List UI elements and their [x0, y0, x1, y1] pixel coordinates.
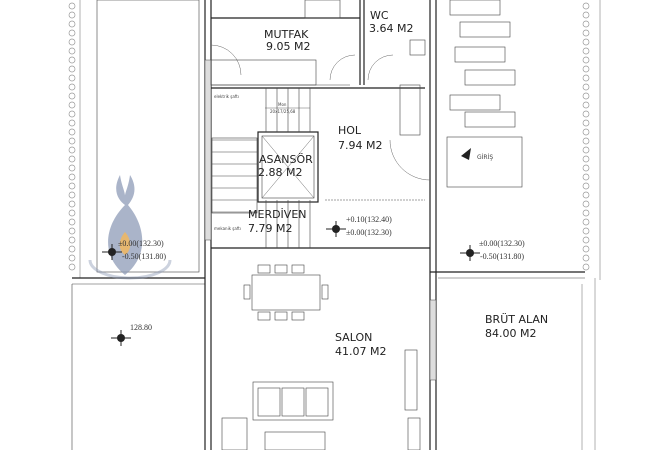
tree-dot: [582, 209, 590, 217]
tree-dot: [582, 263, 590, 271]
tree-dot: [68, 92, 76, 100]
room-name-asansor: ASANSÖR: [259, 153, 313, 166]
level-right-upper: ±0.00(132.30): [479, 239, 525, 248]
left-tree-row: [68, 2, 76, 271]
room-area-merdiven: 7.79 M2: [248, 222, 292, 235]
room-name-hol: HOL: [338, 124, 362, 137]
level-right-lower: -0.50(131.80): [480, 252, 524, 261]
level-center-upper: +0.10(132.40): [346, 215, 392, 224]
tree-dot: [68, 164, 76, 172]
tree-dot: [582, 182, 590, 190]
tree-dot: [68, 110, 76, 118]
tree-dot: [68, 263, 76, 271]
tree-dot: [68, 38, 76, 46]
tree-dot: [68, 146, 76, 154]
mon-label: Mon: [278, 102, 287, 107]
tree-dot: [68, 155, 76, 163]
tree-dot: [68, 119, 76, 127]
shaft-label-top: elektrik şaftı: [214, 94, 239, 99]
right-tree-row: [582, 2, 590, 271]
tree-dot: [68, 101, 76, 109]
room-area-hol: 7.94 M2: [338, 139, 382, 152]
parking-stalls: [446, 0, 523, 188]
room-name-mutfak: MUTFAK: [264, 28, 309, 41]
tree-dot: [68, 209, 76, 217]
tree-dot: [582, 128, 590, 136]
stairs: [210, 59, 425, 248]
tree-dot: [582, 218, 590, 226]
room-area-salon: 41.07 M2: [335, 345, 386, 358]
tree-dot: [68, 74, 76, 82]
tree-dot: [68, 65, 76, 73]
building-walls: [204, 0, 437, 450]
tree-dot: [68, 11, 76, 19]
tree-dot: [68, 56, 76, 64]
entrance-label: GİRİŞ: [477, 154, 493, 161]
tree-dot: [582, 236, 590, 244]
watermark-logo: [88, 175, 172, 280]
tree-dot: [582, 65, 590, 73]
tree-dot: [68, 137, 76, 145]
gross-area-label: BRÜT ALAN: [485, 313, 548, 326]
tree-dot: [68, 191, 76, 199]
tree-dot: [582, 20, 590, 28]
level-left-lower: -0.50(131.80): [122, 252, 166, 261]
tree-dot: [582, 200, 590, 208]
tree-dot: [582, 83, 590, 91]
tree-dot: [582, 164, 590, 172]
tree-dot: [582, 2, 590, 10]
level-garden: 128.80: [130, 323, 152, 332]
tree-dot: [582, 146, 590, 154]
shaft-label-bottom: mekanik şaftı: [214, 226, 241, 231]
tree-dot: [582, 56, 590, 64]
tree-dot: [582, 245, 590, 253]
tree-dot: [582, 110, 590, 118]
tree-dot: [582, 29, 590, 37]
tree-dot: [68, 200, 76, 208]
tree-dot: [68, 227, 76, 235]
tree-dot: [582, 137, 590, 145]
tree-dot: [582, 47, 590, 55]
level-left-upper: ±0.00(132.30): [118, 239, 164, 248]
room-area-mutfak: 9.05 M2: [266, 40, 310, 53]
room-name-salon: SALON: [335, 331, 372, 344]
tree-dot: [68, 83, 76, 91]
tree-dot: [582, 254, 590, 262]
tree-dot: [582, 227, 590, 235]
entrance-arrow-icon: [461, 148, 471, 160]
gross-area-value: 84.00 M2: [485, 327, 536, 340]
tree-dot: [68, 245, 76, 253]
tree-dot: [68, 47, 76, 55]
level-markers: [102, 148, 480, 346]
tree-dot: [582, 155, 590, 163]
level-center-lower: ±0.00(132.30): [346, 228, 392, 237]
site-lines: [71, 0, 601, 450]
tree-dot: [68, 182, 76, 190]
tree-dot: [582, 173, 590, 181]
tree-dot: [68, 218, 76, 226]
room-name-wc: WC: [370, 9, 389, 22]
tree-dot: [68, 20, 76, 28]
tree-dot: [68, 29, 76, 37]
tree-dot: [582, 101, 590, 109]
tree-dot: [582, 38, 590, 46]
tree-dot: [582, 11, 590, 19]
tree-dot: [582, 92, 590, 100]
furniture: [221, 264, 421, 450]
tree-dot: [68, 173, 76, 181]
tree-dot: [582, 74, 590, 82]
mon-dimension: 20x17/25,68: [270, 109, 296, 114]
room-area-wc: 3.64 M2: [369, 22, 413, 35]
tree-dot: [68, 128, 76, 136]
tree-dot: [68, 236, 76, 244]
tree-dot: [582, 191, 590, 199]
room-name-merdiven: MERDİVEN: [248, 208, 307, 221]
tree-dot: [582, 119, 590, 127]
tree-dot: [68, 254, 76, 262]
room-area-asansor: 2.88 M2: [258, 166, 302, 179]
tree-dot: [68, 2, 76, 10]
